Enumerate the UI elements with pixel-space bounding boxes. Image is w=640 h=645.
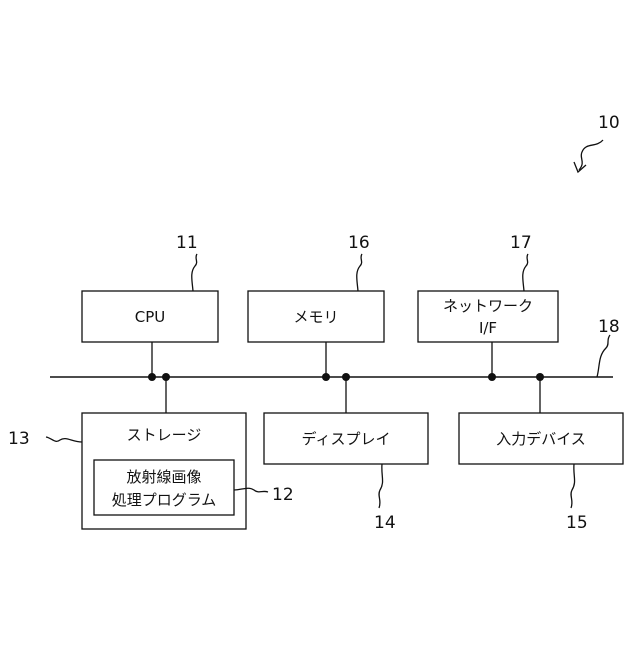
system-ref-arrow-line [579, 140, 603, 170]
junction-dot [342, 373, 350, 381]
system-ref-label: 10 [598, 113, 620, 133]
program-label-line1: 放射線画像 [126, 468, 201, 486]
memory-ref-leader [357, 254, 362, 291]
network-ref-leader [523, 254, 528, 291]
input-ref-label: 15 [566, 513, 588, 533]
display-ref-label: 14 [374, 513, 396, 533]
junction-dot [162, 373, 170, 381]
junction-dot [322, 373, 330, 381]
input-device-label: 入力デバイス [496, 430, 586, 448]
junction-dot [488, 373, 496, 381]
cpu-ref-leader [192, 254, 197, 291]
cpu-ref-label: 11 [176, 233, 198, 253]
junction-dot [536, 373, 544, 381]
bus-ref-label: 18 [598, 317, 620, 337]
storage-label: ストレージ [127, 426, 202, 444]
storage-ref-leader [46, 437, 82, 442]
memory-ref-label: 16 [348, 233, 370, 253]
display-label: ディスプレイ [302, 430, 391, 448]
junction-dot [148, 373, 156, 381]
input-ref-leader [571, 464, 575, 508]
network-if-label-line2: I/F [479, 319, 497, 337]
system-ref-arrowhead [574, 162, 586, 172]
program-label-line2: 処理プログラム [112, 491, 217, 509]
network-ref-label: 17 [510, 233, 532, 253]
cpu-label: CPU [135, 308, 166, 326]
storage-ref-label: 13 [8, 429, 30, 449]
network-if-label-line1: ネットワーク [443, 297, 533, 315]
display-ref-leader [379, 464, 383, 508]
bus-ref-leader [597, 335, 610, 377]
program-ref-label: 12 [272, 485, 294, 505]
memory-label: メモリ [293, 308, 338, 326]
